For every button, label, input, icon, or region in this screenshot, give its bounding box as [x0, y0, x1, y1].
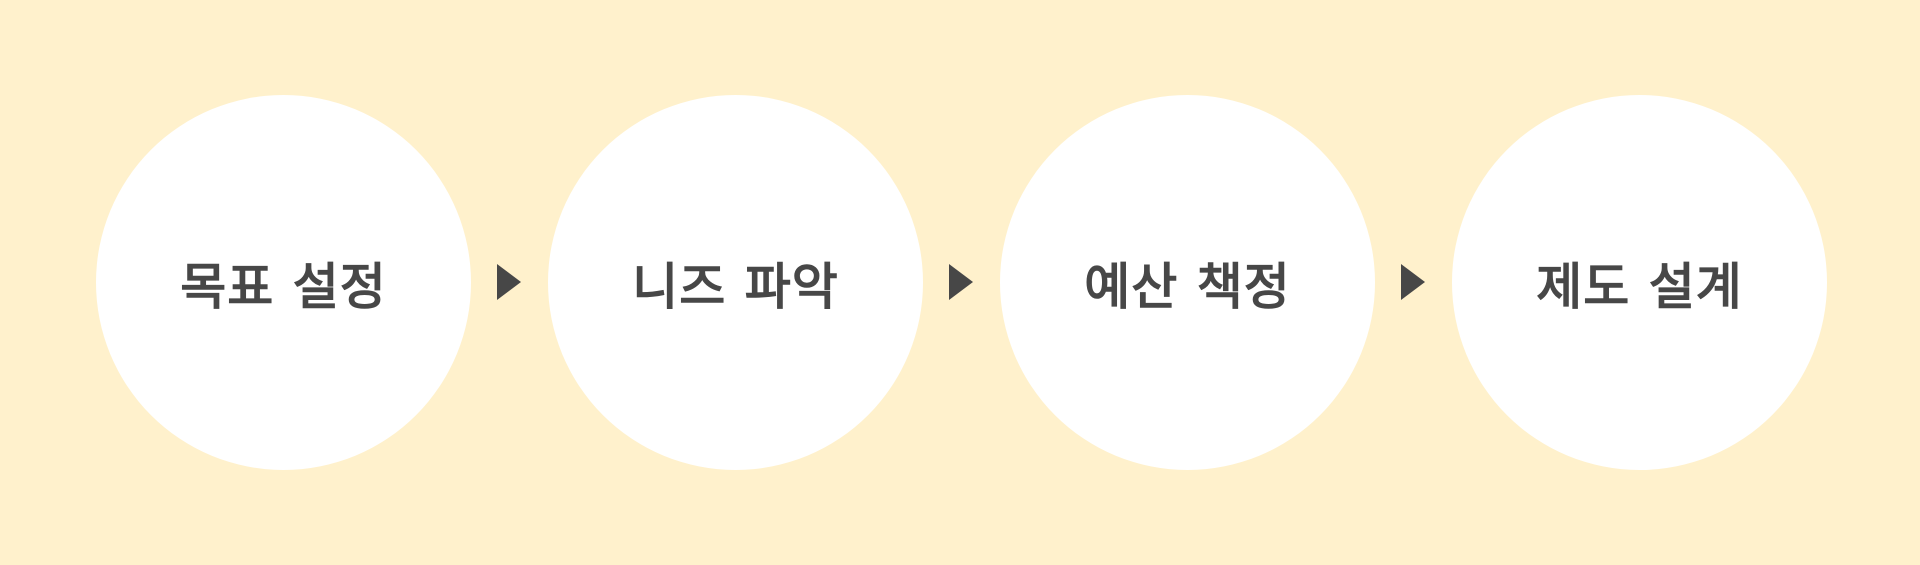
step-circle-budgeting: 예산 책정: [1000, 95, 1375, 470]
triangle-right-icon: [497, 264, 521, 300]
step-label: 니즈 파악: [632, 257, 839, 316]
triangle-right-icon: [1401, 264, 1425, 300]
step-label: 목표 설정: [180, 257, 387, 316]
step-circle-needs-analysis: 니즈 파악: [548, 95, 923, 470]
triangle-right-icon: [949, 264, 973, 300]
step-circle-system-design: 제도 설계: [1452, 95, 1827, 470]
step-label: 예산 책정: [1084, 257, 1291, 316]
step-label: 제도 설계: [1536, 257, 1743, 316]
step-circle-goal-setting: 목표 설정: [96, 95, 471, 470]
